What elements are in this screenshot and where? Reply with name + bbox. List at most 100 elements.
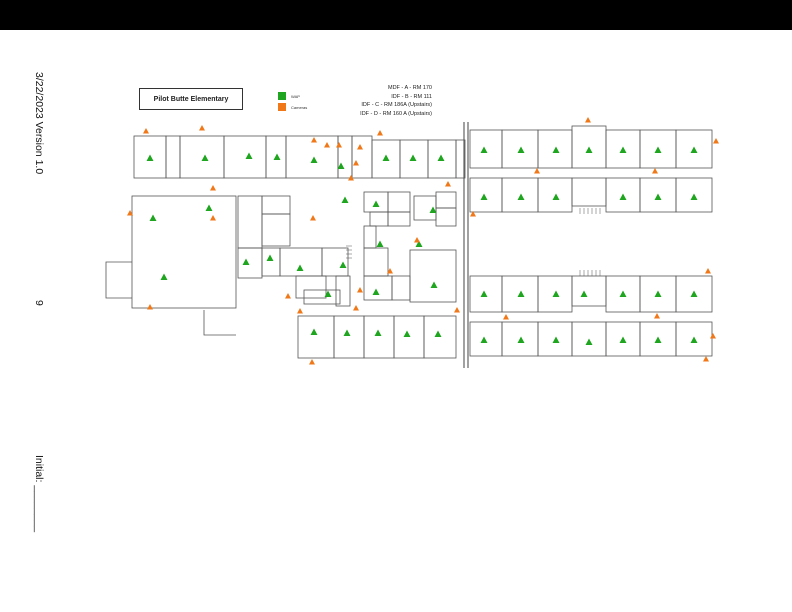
wap-marker [372, 200, 380, 207]
wap-marker [310, 156, 318, 163]
room-outline [409, 249, 457, 303]
wap-marker [339, 261, 347, 268]
camera-marker [703, 356, 709, 362]
camera-marker [297, 308, 303, 314]
room-outline [351, 135, 373, 179]
wap-marker [552, 290, 560, 297]
wap-marker [245, 152, 253, 159]
room-outline [469, 321, 503, 357]
wap-marker [372, 288, 380, 295]
camera-marker [353, 160, 359, 166]
wap-marker [146, 154, 154, 161]
legend-label-cameras: Cameras [291, 104, 308, 110]
room-outline [303, 289, 341, 305]
camera-marker [654, 313, 660, 319]
wap-marker [585, 338, 593, 345]
camera-marker [534, 168, 540, 174]
wap-marker [690, 193, 698, 200]
room-outline [675, 177, 713, 213]
room-outline [469, 177, 503, 213]
wap-marker [517, 290, 525, 297]
wap-marker [149, 214, 157, 221]
camera-marker [309, 359, 315, 365]
camera-marker [503, 314, 509, 320]
room-outline [571, 275, 607, 307]
wap-marker [374, 329, 382, 336]
wap-marker [619, 146, 627, 153]
room-outline [179, 135, 225, 179]
wap-marker [430, 281, 438, 288]
room-outline [335, 275, 351, 307]
room-outline [537, 177, 573, 213]
legend-label-wap: WAP [291, 93, 300, 99]
wap-marker [480, 146, 488, 153]
camera-marker [348, 175, 354, 181]
wap-marker [552, 336, 560, 343]
wap-marker [654, 336, 662, 343]
legend-item-cameras: Cameras [278, 103, 307, 111]
wall-segment [105, 261, 132, 299]
camera-marker [652, 168, 658, 174]
room-outline [261, 247, 281, 277]
room-outline [455, 139, 466, 179]
camera-marker [210, 185, 216, 191]
wap-marker [160, 273, 168, 280]
camera-marker [336, 142, 342, 148]
wall-segment [203, 310, 236, 336]
wap-marker [654, 193, 662, 200]
camera-marker [357, 144, 363, 150]
camera-marker [585, 117, 591, 123]
room-outline [321, 247, 349, 277]
camera-marker [357, 287, 363, 293]
wap-marker [201, 154, 209, 161]
wap-marker [324, 290, 332, 297]
wap-marker [580, 290, 588, 297]
map-title: Pilot Butte Elementary [139, 88, 243, 110]
wap-marker [409, 154, 417, 161]
room-outline [363, 225, 377, 249]
room-outline [675, 129, 713, 169]
room-outline [423, 315, 457, 359]
room-outline [435, 207, 457, 227]
camera-marker [454, 307, 460, 313]
room-outline [337, 135, 353, 179]
camera-marker [285, 293, 291, 299]
wap-marker [654, 146, 662, 153]
camera-marker [377, 130, 383, 136]
room-outline [363, 315, 395, 359]
room-outline [223, 135, 267, 179]
wap-marker [552, 193, 560, 200]
idf-line: IDF - B - RM 111 [391, 93, 432, 100]
wap-marker [296, 264, 304, 271]
wap-marker [690, 336, 698, 343]
gym-outline [131, 195, 237, 309]
camera-marker [310, 215, 316, 221]
room-outline [387, 191, 411, 213]
camera-swatch [278, 103, 286, 111]
room-outline [261, 195, 291, 215]
camera-marker [445, 181, 451, 187]
idf-line: MDF - A - RM 170 [387, 85, 432, 91]
wap-marker [429, 206, 437, 213]
room-outline [295, 275, 327, 299]
room-outline [237, 247, 263, 279]
room-outline [675, 321, 713, 357]
camera-marker [311, 137, 317, 143]
wap-marker-layer [146, 146, 698, 345]
room-outline [391, 275, 411, 301]
wap-marker [480, 193, 488, 200]
room-outline [369, 211, 389, 227]
wap-marker [517, 146, 525, 153]
camera-marker [143, 128, 149, 134]
camera-marker [470, 211, 476, 217]
wap-marker [437, 154, 445, 161]
wap-marker [517, 336, 525, 343]
wap-marker [480, 336, 488, 343]
camera-marker [387, 268, 393, 274]
wap-marker [619, 290, 627, 297]
room-outline [435, 191, 457, 209]
wap-marker [690, 146, 698, 153]
wap-marker [337, 162, 345, 169]
room-outline [237, 195, 263, 249]
